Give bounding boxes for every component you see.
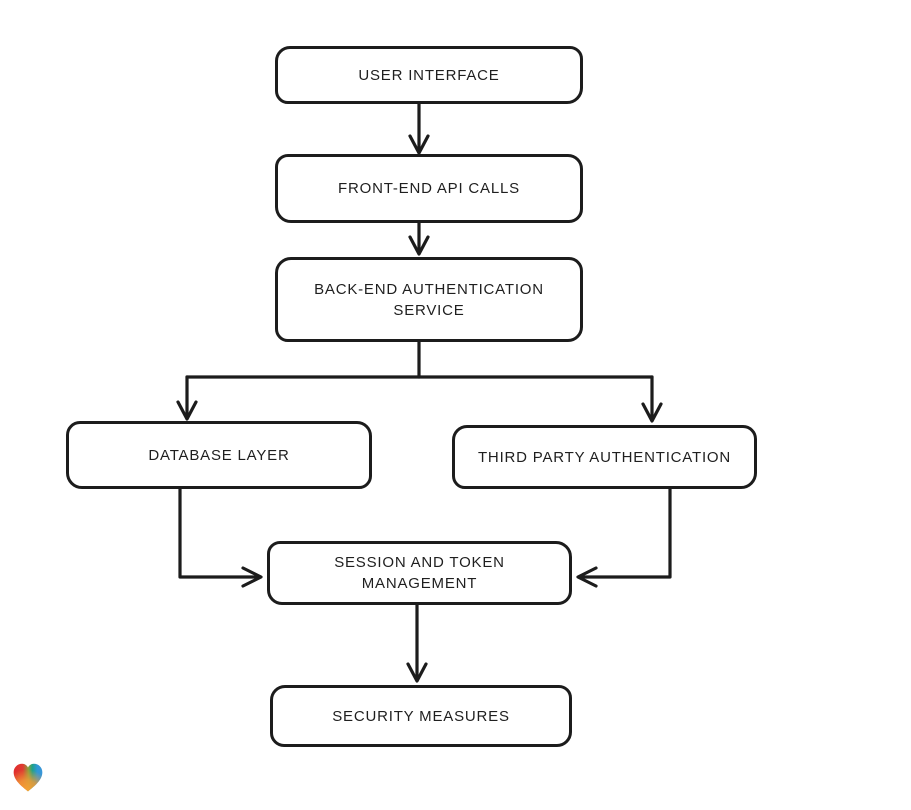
edge-session-to-security (406, 603, 428, 683)
node-front-end-api-calls: FRONT-END API CALLS (275, 154, 583, 223)
node-back-end-authentication-service: BACK-END AUTHENTICATION SERVICE (275, 257, 583, 342)
node-third-party-authentication: THIRD PARTY AUTHENTICATION (452, 425, 757, 489)
node-security-measures: SECURITY MEASURES (270, 685, 572, 747)
edge-backend-auth-branch (176, 340, 663, 423)
edge-user-interface-to-frontend-api (408, 102, 430, 155)
node-database-layer: DATABASE LAYER (66, 421, 372, 489)
node-session-and-token-management: SESSION AND TOKEN MANAGEMENT (267, 541, 572, 605)
edge-frontend-api-to-backend-auth (408, 221, 430, 256)
node-user-interface: USER INTERFACE (275, 46, 583, 104)
edge-database-to-session (178, 487, 263, 588)
edge-third-party-to-session (576, 487, 672, 588)
gradient-heart-logo[interactable] (11, 760, 45, 794)
